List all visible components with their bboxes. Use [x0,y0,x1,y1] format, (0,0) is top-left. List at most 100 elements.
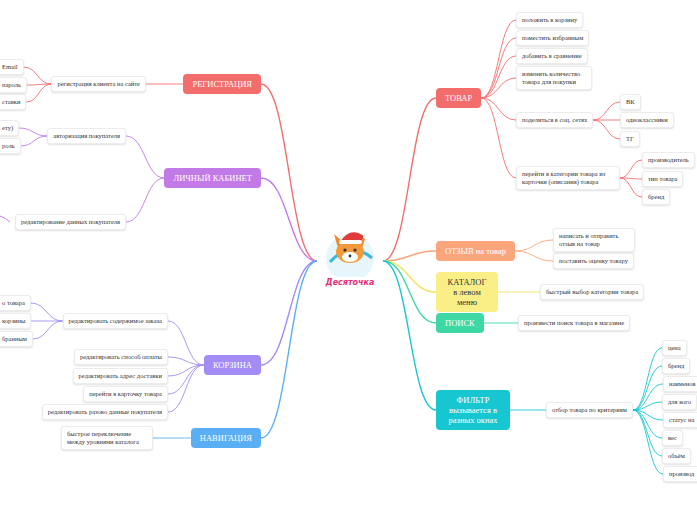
leaf-box: бранным [0,331,33,347]
leaf-box: бренд [642,189,670,205]
node-label: ТГ [626,135,634,143]
branch-connector [484,323,518,324]
leaf-box: Email [0,59,24,75]
node-label: НАВИГАЦИЯ [200,433,252,443]
node-label: роль [2,142,15,150]
node-label: изменить количество товара для покупки [522,70,586,86]
branch-connector [24,67,52,84]
branch-connector [168,321,204,365]
node-label: тип товара [648,175,677,183]
branch-connector [481,56,516,98]
branch-box: КАТАЛОГ в левом меню [436,272,498,313]
branch-connector [593,120,620,139]
node-label: о товара [2,299,25,307]
branch-connector [498,292,540,293]
node-label: одноклассники [626,116,668,124]
leaf-box: цена [662,340,687,356]
branch-connector [261,178,317,261]
leaf-box: корзины [0,313,31,329]
leaf-box: вес [662,430,683,446]
leaf-box: ставки [0,94,26,110]
branch-connector [126,136,164,178]
branch-connector [633,402,662,410]
branch-box: ПОИСК [436,313,484,333]
branch-connector [383,261,436,323]
branch-connector [481,78,516,98]
branch-connector [168,365,204,412]
leaf-box: редактировать разово данные покупателя [42,404,168,420]
branch-box: РЕГИСТРАЦИЯ [183,74,261,94]
branch-box: ТОВАР [436,88,481,108]
branch-connector [126,178,164,222]
node-label: написать и отправить отзыв на товар [559,232,629,248]
leaf-box: поставить оценку товару [553,253,634,269]
node-label: редактировать адрес доставки [79,372,162,380]
leaf-box: производ [663,466,697,482]
leaf-box: одноклассники [620,112,674,128]
node-label: быстрое переключение между уровнями ката… [67,430,147,446]
fox-eye [353,248,356,251]
branch-box: НАВИГАЦИЯ [191,428,261,448]
leaf-box: объём [662,448,691,464]
fox-nose [349,255,352,258]
node-label: пароль [2,81,21,89]
leaf-box: поделиться в соц. сетях [516,112,593,128]
branch-connector [168,357,204,365]
node-label: для кого [668,398,691,406]
branch-connector [633,366,662,410]
leaf-box: о товара [0,295,31,311]
node-label: поместить избранным [522,34,583,42]
leaf-box: перейти в карточку товара [83,386,168,402]
node-label: поставить оценку товару [559,257,628,265]
branch-box: ОТЗЫВ на товар [436,241,515,261]
node-label: произвести поиск товара в магазине [524,319,624,327]
branch-connector [510,410,546,411]
branch-box: ФИЛЬТР вызывается в разных окнах [436,390,510,431]
node-label: быстрый выбор категории товара [546,288,638,296]
leaf-box: тип товара [642,171,683,187]
node-label: редактировать содержимое заказа [69,317,162,325]
node-label: ставки [2,98,20,106]
node-label: РЕГИСТРАЦИЯ [192,79,252,89]
node-label: корзины [2,317,25,325]
node-label: бранным [2,335,27,343]
branch-box: КОРЗИНА [204,355,261,375]
branch-connector [593,102,620,120]
branch-connector [383,98,436,261]
node-label: вес [668,434,677,442]
node-label: авторизация покупателя [53,132,120,140]
leaf-box: ВК [620,94,641,110]
leaf-box: быстрый выбор категории товара [540,284,644,300]
leaf-box: статус на [663,412,697,428]
node-label: ТОВАР [445,93,472,103]
branch-connector [633,410,663,474]
leaf-box: редактировать адрес доставки [73,368,168,384]
leaf-box: бренд [662,358,690,374]
node-label: цена [668,344,681,352]
logo-backdrop [326,234,374,282]
branch-box: ЛИЧНЫЙ КАБИНЕТ [164,168,261,188]
node-label: ету) [2,124,13,132]
node-label: добавить в сравнение [522,52,582,60]
branch-connector [481,20,516,98]
leaf-box: ТГ [620,131,640,147]
node-label: статус на [669,416,694,424]
branch-connector [19,128,47,136]
leaf-box: авторизация покупателя [47,128,126,144]
leaf-box: поместить избранным [516,30,589,46]
offscreen-branch [0,216,10,222]
leaf-box: положить в корзину [516,12,583,28]
leaf-box: регистрация клиента на сайте [51,76,146,92]
leaf-box: быстрое переключение между уровнями ката… [61,426,153,450]
fox-eye [343,248,346,251]
node-label: ОТЗЫВ на товар [445,246,506,256]
branch-connector [620,160,642,178]
leaf-box: изменить количество товара для покупки [516,66,592,90]
branch-connector [21,136,48,146]
node-label: бренд [648,193,664,201]
branch-connector [383,251,436,261]
branch-connector [633,384,663,410]
node-label: бренд [668,362,684,370]
node-label: поделиться в соц. сетях [522,116,587,124]
